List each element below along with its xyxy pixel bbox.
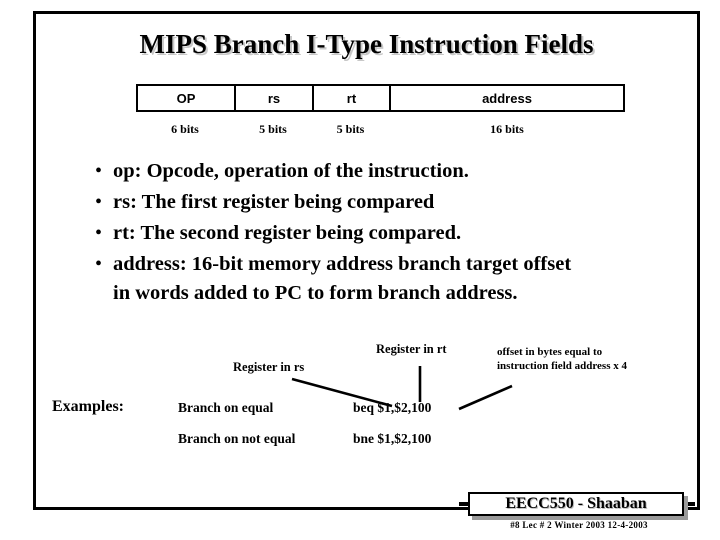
example-row-beq: Branch on equal beq $1,$2,100 — [178, 400, 508, 416]
bullet-dot-icon: • — [95, 191, 103, 213]
footer-meta: #8 Lec # 2 Winter 2003 12-4-2003 — [510, 520, 648, 530]
instruction-fields-table: OP rs rt address — [136, 84, 625, 112]
bullet-text-rt: rt: The second register being compared. — [113, 222, 462, 244]
annotation-offset-note: offset in bytes equal to instruction fie… — [497, 345, 667, 373]
example-description-bne: Branch on not equal — [178, 431, 296, 446]
annotation-register-in-rs: Register in rs — [233, 360, 305, 374]
bullet-item-rs: • rs: The first register being compared — [88, 188, 648, 217]
examples-label: Examples: — [52, 398, 124, 415]
footer-badge: EECC550 - Shaaban — [459, 492, 695, 520]
bullet-item-rt: • rt: The second register being compared… — [88, 219, 648, 248]
bit-width-rs: 5 bits — [259, 122, 287, 136]
slide-border-frame — [33, 11, 700, 510]
annotation-offset-line2: instruction field address x 4 — [497, 360, 627, 372]
field-cell-address: address — [482, 90, 532, 106]
bullet-dot-icon: • — [95, 160, 103, 182]
bit-width-address: 16 bits — [490, 122, 524, 136]
bit-width-rt: 5 bits — [336, 122, 365, 136]
bullet-text-address: address: 16-bit memory address branch ta… — [113, 253, 572, 304]
bullet-item-address: • address: 16-bit memory address branch … — [88, 250, 648, 308]
example-code-bne: bne $1,$2,100 — [353, 431, 432, 446]
badge-tab-right-icon — [685, 502, 695, 506]
example-description-beq: Branch on equal — [178, 400, 274, 415]
field-cell-op: OP — [138, 86, 236, 110]
bullet-dot-icon: • — [95, 253, 103, 275]
bullet-text-op: op: Opcode, operation of the instruction… — [113, 160, 469, 182]
bullet-text-rs: rs: The first register being compared — [113, 191, 435, 213]
field-cell-rs: rs — [236, 86, 314, 110]
bullet-list: • op: Opcode, operation of the instructi… — [88, 157, 648, 310]
page-title: MIPS Branch I-Type Instruction Fields — [139, 29, 594, 59]
example-row-bne: Branch on not equal bne $1,$2,100 — [178, 431, 508, 447]
field-cell-rt: rt — [314, 86, 391, 110]
bullet-item-op: • op: Opcode, operation of the instructi… — [88, 157, 648, 186]
examples-table: Branch on equal beq $1,$2,100 Branch on … — [178, 400, 508, 462]
badge-tab-left-icon — [459, 502, 469, 506]
badge-text: EECC550 - Shaaban — [505, 495, 647, 512]
annotation-offset-line1: offset in bytes equal to — [497, 346, 603, 358]
bit-width-op: 6 bits — [171, 122, 199, 136]
badge-box: EECC550 - Shaaban — [468, 492, 684, 516]
bullet-dot-icon: • — [95, 222, 103, 244]
annotation-register-in-rt: Register in rt — [376, 342, 447, 356]
example-code-beq: beq $1,$2,100 — [353, 400, 432, 415]
field-bit-widths: 6 bits 5 bits 5 bits 16 bits — [136, 122, 625, 142]
